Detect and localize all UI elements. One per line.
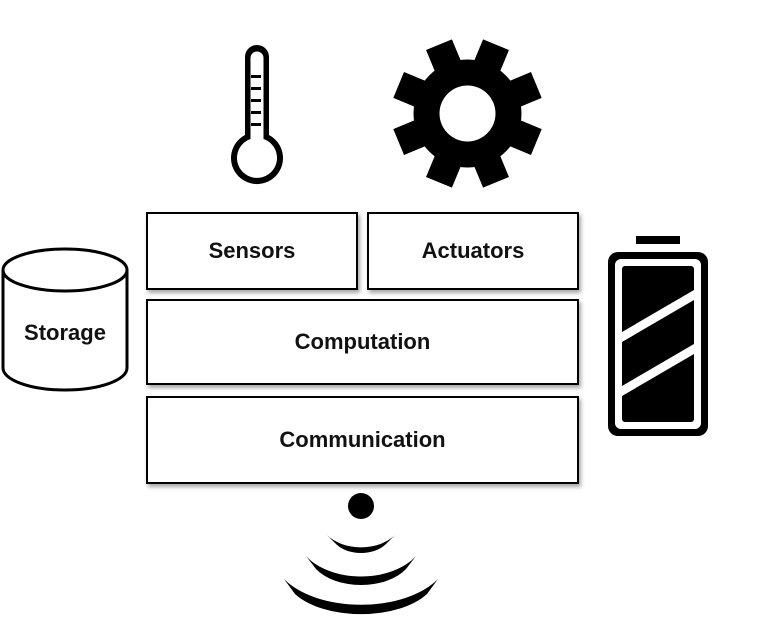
gear-icon [393,39,542,188]
sensors-label: Sensors [208,238,296,263]
battery-icon [608,236,708,436]
communication-label: Communication [279,427,446,452]
thermometer-icon [231,45,283,185]
storage-label: Storage [24,320,106,345]
actuators-label: Actuators [421,238,525,263]
communication-block: Communication [146,396,579,484]
database-cylinder-icon [1,247,129,392]
wifi-signal-icon [284,493,438,615]
computation-block: Computation [146,299,579,385]
actuators-block: Actuators [367,212,579,290]
sensors-block: Sensors [146,212,358,290]
computation-label: Computation [294,329,431,354]
